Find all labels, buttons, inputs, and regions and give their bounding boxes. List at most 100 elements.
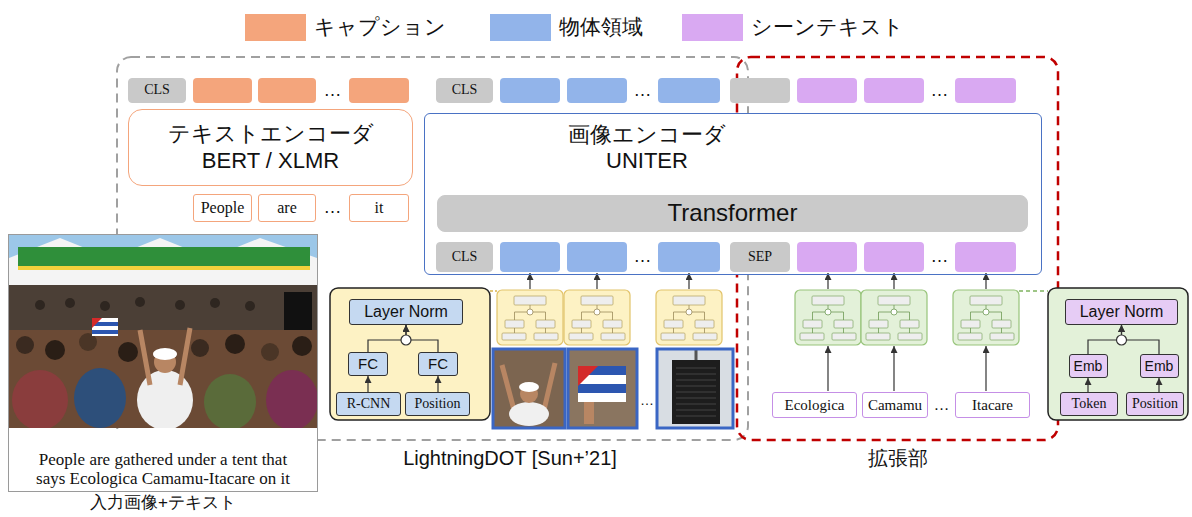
node-text: CLS [144,82,170,99]
ellipsis-slot: … [928,392,955,418]
caption-token [258,78,316,103]
figure-label: 入力画像+テキスト [90,493,236,513]
ellipsis: … [640,392,654,409]
connector-arrow [368,325,406,352]
head [100,301,110,311]
banner-stripe [18,266,310,270]
node-text: Layer Norm [1080,302,1164,321]
fc-box: FC [348,352,388,376]
node-text: Position [415,396,461,413]
hand [584,402,594,424]
node-text: Position [1132,396,1178,413]
encoder-ground [424,113,1042,275]
ellipsis: … [931,80,949,102]
ellipsis-slot: … [637,388,657,412]
node-text: CLS [452,82,478,99]
head [45,340,65,360]
node-text: Itacare [972,396,1013,414]
scene-token [955,242,1016,272]
node-text: Camamu [868,396,922,414]
speaker-box [284,292,312,334]
position-box: Position [405,392,470,416]
node-text: People [201,198,245,217]
flag-stripe [578,384,626,393]
banner [18,247,310,269]
tent-shade [9,285,317,335]
head [35,300,45,310]
region-crop [493,349,565,428]
node-text: it [375,198,384,217]
body [266,370,317,428]
connector-arrow [1087,378,1088,392]
embedding-icon [656,290,722,345]
embedding-icon [564,290,630,345]
head [118,342,138,362]
text-encoder-box: テキストエンコーダBERT / XLMR [128,109,413,186]
scene-token [797,242,857,272]
node-text: R-CNN [347,396,391,413]
flow-arrow [893,346,894,391]
ellipsis: … [931,246,949,268]
raised-arm [140,328,190,385]
flag-stripe [578,393,626,402]
white-shirt [509,402,549,426]
transformer-bar: Transformer [437,195,1028,232]
flow-arrow [827,346,828,391]
head [245,301,255,311]
text-embedding-panel [1048,288,1188,420]
scene-text-token: Itacare [955,392,1030,418]
flow-arrows [530,273,986,391]
emb-box: Emb [1069,354,1108,378]
head [210,298,220,308]
region-embedding-panel [330,288,490,420]
stage-people [35,297,255,311]
ellipsis-slot: … [627,242,658,272]
body [74,368,126,428]
fc-box: FC [418,352,458,376]
scene-token [797,78,857,103]
crop-ground [657,349,733,428]
flow-arrow [596,273,597,289]
region-token [567,242,627,272]
connector-arrow [367,376,368,392]
layer-norm-box: Layer Norm [349,299,463,325]
node-text: UNITER [606,148,688,174]
merge-circle [401,335,411,345]
embedding-icon [795,290,861,345]
caption-token [349,78,409,103]
legend-item: シーンテキスト [682,13,904,41]
ellipsis: … [324,80,342,102]
node-text: People are gathered under a tent that sa… [28,450,298,489]
white-cap [153,348,177,360]
body [137,370,193,428]
crop-ground [568,349,637,428]
image-encoder-box: 画像エンコーダUNITERTransformerCLSSEP [424,113,1042,275]
emb-box: Emb [1140,354,1179,378]
node-text: テキストエンコーダ [168,121,374,147]
token-box: Token [1060,392,1118,416]
input-photo [9,235,317,428]
raised-arm [502,363,555,410]
ellipsis-slot: … [924,78,955,103]
flow-arrow [529,273,530,289]
node-text: 画像エンコーダ [568,122,726,148]
detail-leader [1019,290,1048,292]
embedding-icon [861,290,927,345]
crowd-heads [12,333,317,428]
caption-token: are [258,194,316,222]
legend-swatch [245,14,306,41]
head [175,300,185,310]
ellipsis-slot: … [316,78,349,103]
caption-token [193,78,252,103]
node-text: Ecologica [785,396,845,414]
flag-triangle [92,318,102,328]
region-token [658,78,720,103]
ellipsis: … [324,197,342,219]
embedding-icon [497,290,563,345]
head [16,336,34,354]
scene-text-token: Ecologica [772,392,857,418]
cls-token: CLS [128,78,186,103]
